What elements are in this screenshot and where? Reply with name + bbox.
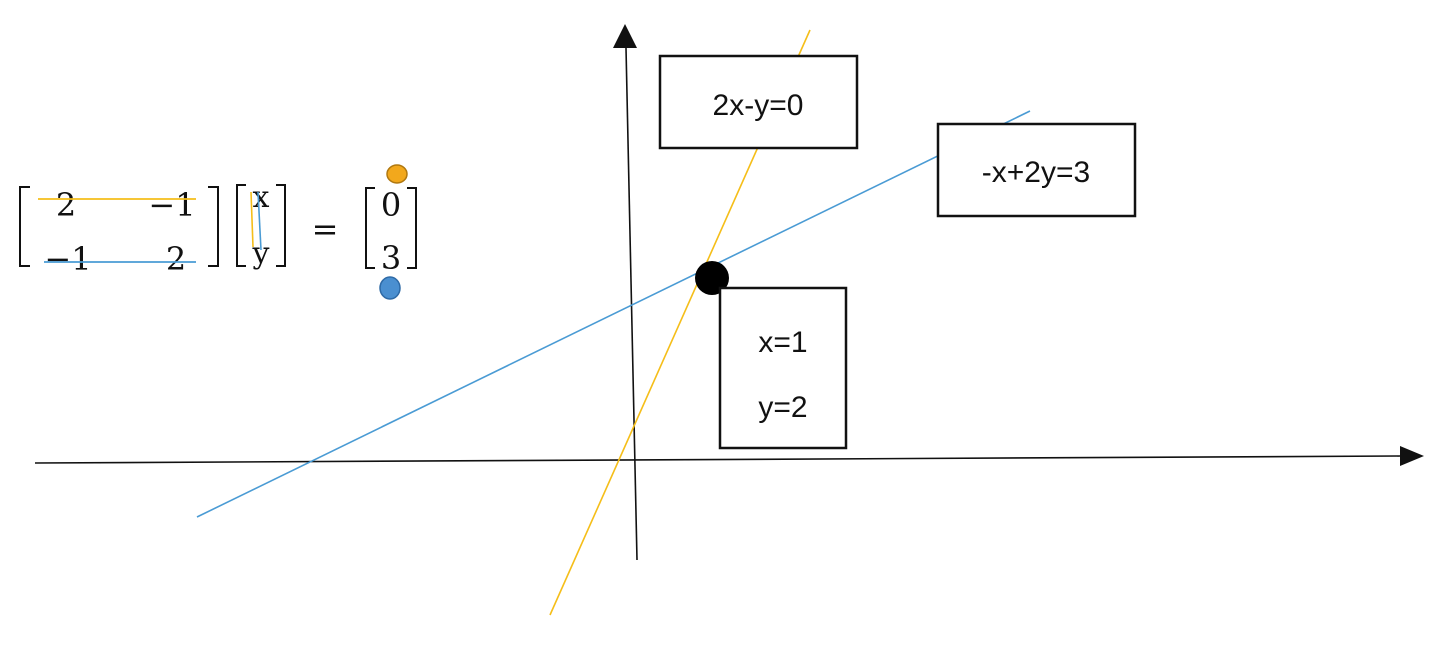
matrix-right-bracket (208, 186, 219, 267)
vector-entry-x: x (253, 180, 270, 215)
rhs-left-bracket (365, 187, 375, 269)
vector-entry-y: y (252, 236, 270, 271)
rhs-entry-3: 3 (381, 239, 401, 277)
matrix-entry-r2c1: −1 (44, 240, 91, 278)
y-axis (625, 47, 638, 561)
vector-x-highlight (250, 191, 254, 248)
intersection-point (695, 261, 729, 295)
vector-y-highlight (257, 191, 262, 251)
matrix-entry-r2c2: 2 (166, 240, 186, 278)
matrix-entry-r1c1: 2 (56, 186, 76, 224)
matrix-left-bracket (19, 186, 30, 267)
label-box-line2: -x+2y=3 (936, 122, 1137, 218)
label-box-line1: 2x-y=0 (658, 54, 859, 150)
x-axis (34, 455, 1401, 464)
solution-y-label: y=2 (758, 391, 807, 424)
solution-box: x=1 y=2 (718, 286, 848, 450)
y-axis-arrowhead (613, 24, 637, 48)
line1-label: 2x-y=0 (713, 89, 804, 122)
blue-marker (379, 276, 401, 300)
rhs-entry-0: 0 (381, 186, 401, 224)
x-axis-arrowhead (1400, 446, 1424, 466)
vector-xy-right-bracket (276, 184, 286, 267)
matrix-equation: 2 −1 −1 2 x y = 0 3 (19, 164, 417, 300)
line2-label: -x+2y=3 (982, 156, 1090, 189)
orange-marker (386, 164, 408, 184)
matrix-entry-r1c2: −1 (148, 186, 195, 224)
line-minus-x-plus-2y-equals-3 (196, 110, 1031, 518)
equals-sign: = (312, 210, 339, 248)
vector-xy-left-bracket (236, 184, 246, 267)
axes (34, 24, 1424, 561)
rhs-right-bracket (407, 187, 417, 269)
solution-x-label: x=1 (758, 326, 807, 359)
